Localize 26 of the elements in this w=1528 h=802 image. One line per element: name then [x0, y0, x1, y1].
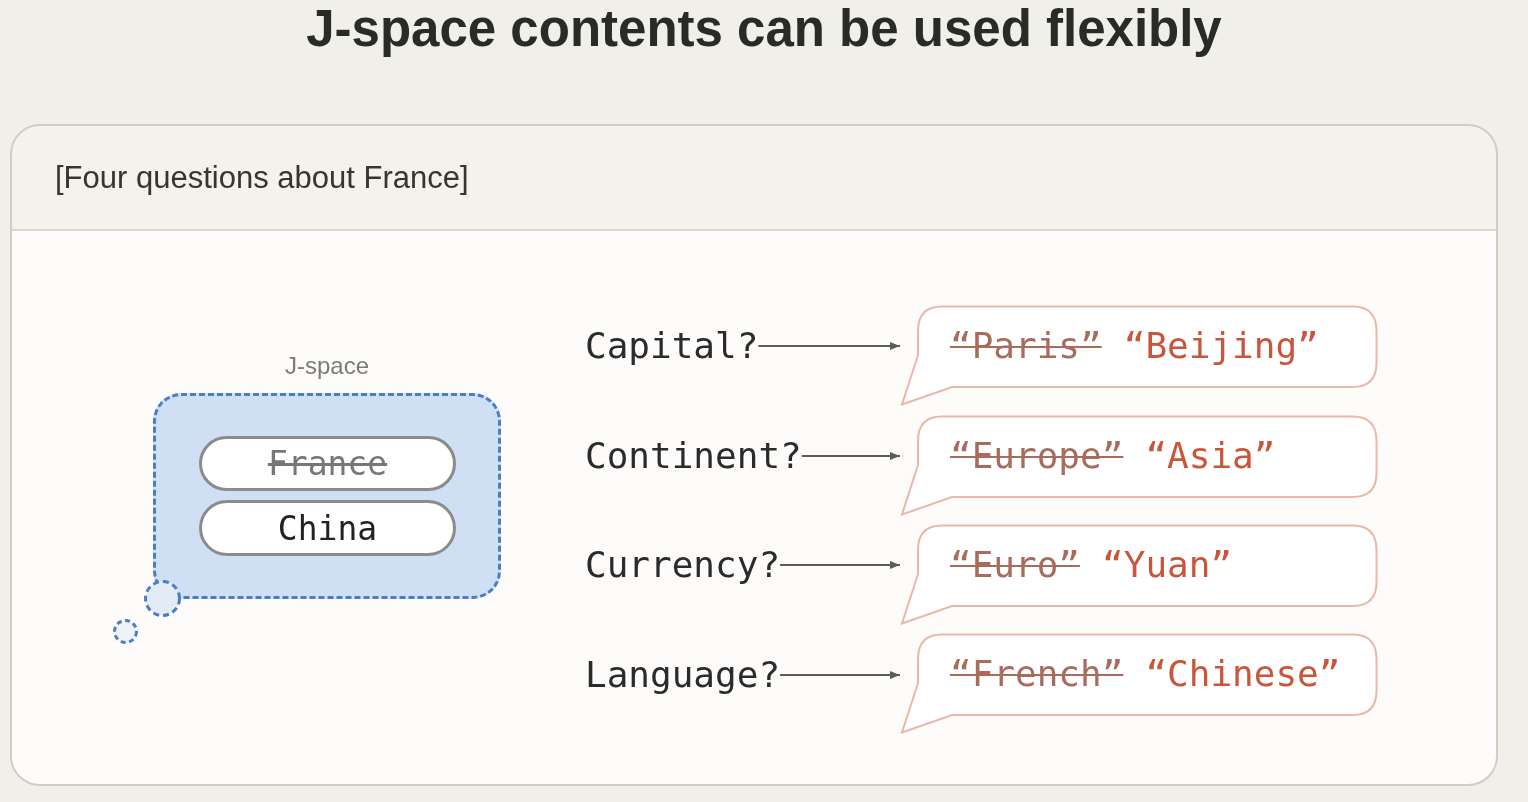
speech-bubble	[900, 633, 1378, 734]
struck-answer: “Euro”	[950, 543, 1081, 587]
rounded-tag: China	[199, 500, 456, 556]
question-text: Continent?	[585, 434, 802, 478]
arrow	[800, 452, 901, 460]
question-text: Language?	[585, 653, 781, 697]
title: J-space contents can be used flexibly	[306, 0, 1222, 58]
struck-answer: “Europe”	[950, 434, 1124, 478]
answer-text: “Chinese”	[1145, 652, 1341, 696]
bubble-label: J-space	[285, 352, 369, 380]
answer-text: “Yuan”	[1102, 543, 1233, 587]
rounded-tag: France	[199, 436, 456, 491]
answer-text: “Asia”	[1145, 434, 1276, 478]
panel	[10, 124, 1498, 786]
struck-answer: “French”	[950, 652, 1124, 696]
question-text: Capital?	[585, 324, 759, 368]
speech-bubble	[900, 524, 1378, 625]
answer-text: “Beijing”	[1123, 324, 1319, 368]
arrow	[779, 671, 901, 679]
question-text: Currency?	[585, 543, 781, 587]
speech-bubble	[900, 415, 1378, 516]
panel-heading: [Four questions about France]	[55, 160, 469, 196]
speech-bubble	[900, 305, 1378, 406]
struck-answer: “Paris”	[950, 324, 1102, 368]
arrow	[757, 342, 901, 350]
arrow	[779, 561, 901, 569]
